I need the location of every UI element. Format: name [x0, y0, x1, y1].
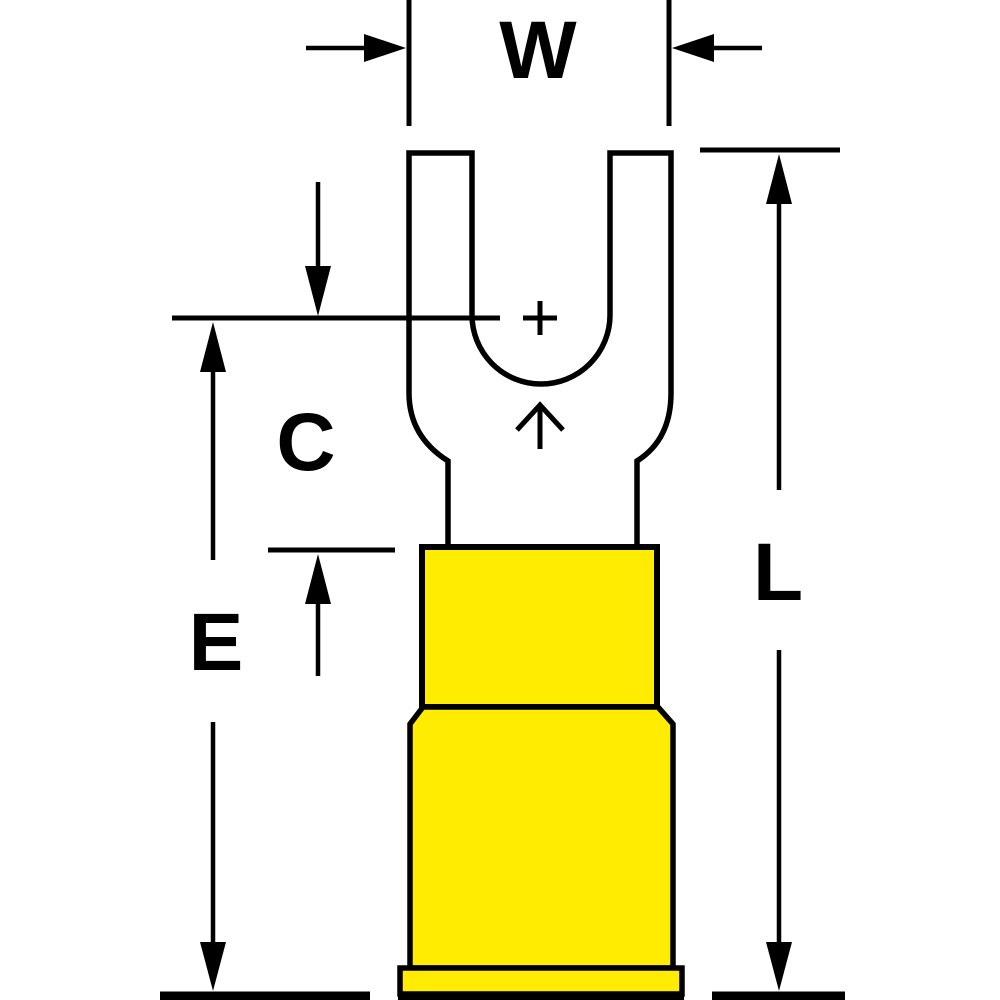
insulation-upper-section: [419, 544, 660, 710]
terminal-fork-outline: [406, 150, 674, 588]
w-arrow-left-head: [364, 34, 406, 62]
w-arrow-right-head: [672, 34, 714, 62]
c-arrow-bottom-head: [305, 554, 331, 604]
insulation-lower-section: [407, 704, 676, 971]
dimension-label-e: E: [189, 597, 244, 688]
crotch-reference: [172, 301, 565, 449]
dimension-w: W: [306, 0, 762, 126]
dimension-label-c: C: [276, 397, 335, 488]
l-arrow-top-head: [766, 154, 792, 204]
dimension-label-l: L: [753, 527, 803, 618]
insert-direction-arrow-icon: [515, 401, 565, 449]
dimension-c: C: [268, 182, 395, 676]
dimension-label-w: W: [499, 5, 577, 96]
e-arrow-top-head: [200, 322, 226, 372]
dimension-e: E: [189, 322, 244, 991]
l-arrow-bottom-head: [766, 942, 792, 991]
insulation-end-flange: [397, 965, 685, 997]
e-arrow-bottom-head: [200, 942, 226, 991]
plus-mark: [523, 301, 557, 335]
c-arrow-top-head: [305, 266, 331, 316]
dimension-l: L: [700, 147, 840, 991]
terminal-body: [406, 150, 674, 588]
insulation-barrel: [397, 544, 685, 997]
